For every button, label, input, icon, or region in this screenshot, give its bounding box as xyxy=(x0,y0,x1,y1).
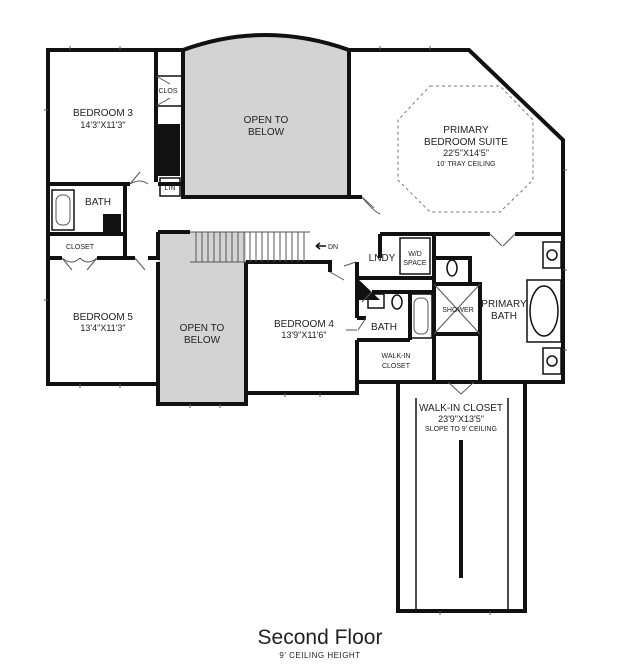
primary-bath-line2: BATH xyxy=(491,311,517,322)
open-to-below-area-top xyxy=(183,35,349,197)
walkin-small-line2: CLOSET xyxy=(382,363,411,370)
open-to-below-middle-line1: OPEN TO xyxy=(180,323,225,334)
bedroom-5-dims: 13'4"X11'3" xyxy=(80,323,125,333)
open-to-below-middle-line2: BELOW xyxy=(184,335,221,346)
wd-space-line1: W/D xyxy=(408,251,422,258)
interior-walls xyxy=(48,50,563,611)
primary-suite-label-line2: BEDROOM SUITE xyxy=(424,137,508,148)
floor-subtitle: 9' CEILING HEIGHT xyxy=(279,651,361,660)
bedroom-4-dims: 13'9"X11'6" xyxy=(281,330,326,340)
open-to-below-top-line1: OPEN TO xyxy=(244,115,289,126)
bedroom-4-label: BEDROOM 4 xyxy=(274,319,334,330)
primary-bath-line1: PRIMARY xyxy=(481,299,527,310)
clos-label: CLOS xyxy=(158,88,177,95)
shower-label: SHOWER xyxy=(442,307,474,314)
walkin-small-line1: WALK-IN xyxy=(382,353,411,360)
primary-suite-note: 10' TRAY CEILING xyxy=(437,161,496,168)
open-to-below-top-line2: BELOW xyxy=(248,127,285,138)
closet-left-label: CLOSET xyxy=(66,244,95,251)
exterior-wall-primary xyxy=(349,48,565,234)
primary-suite-label-line1: PRIMARY xyxy=(443,125,489,136)
wd-space-line2: SPACE xyxy=(403,260,427,267)
primary-suite-dims: 22'5"X14'5" xyxy=(443,148,489,158)
fixtures xyxy=(44,46,567,615)
bath-left-label: BATH xyxy=(85,197,111,208)
bath-mid-label: BATH xyxy=(371,322,397,333)
exterior-wall-primary-bath xyxy=(396,234,565,613)
floor-title: Second Floor xyxy=(257,626,383,649)
walkin-large-dims: 23'9"X13'5" xyxy=(438,414,484,424)
bedroom-5-label: BEDROOM 5 xyxy=(73,312,133,323)
bedroom-3-dims: 14'3"X11'3" xyxy=(80,120,125,130)
lin-label: LIN xyxy=(165,185,176,192)
bedroom-3-label: BEDROOM 3 xyxy=(73,108,133,119)
bay-window-wall xyxy=(182,33,350,52)
dn-label: DN xyxy=(328,244,338,251)
walkin-large-note: SLOPE TO 9' CEILING xyxy=(425,426,497,433)
lndy-label: LNDY xyxy=(369,253,396,264)
walkin-large-label: WALK-IN CLOSET xyxy=(419,403,503,414)
